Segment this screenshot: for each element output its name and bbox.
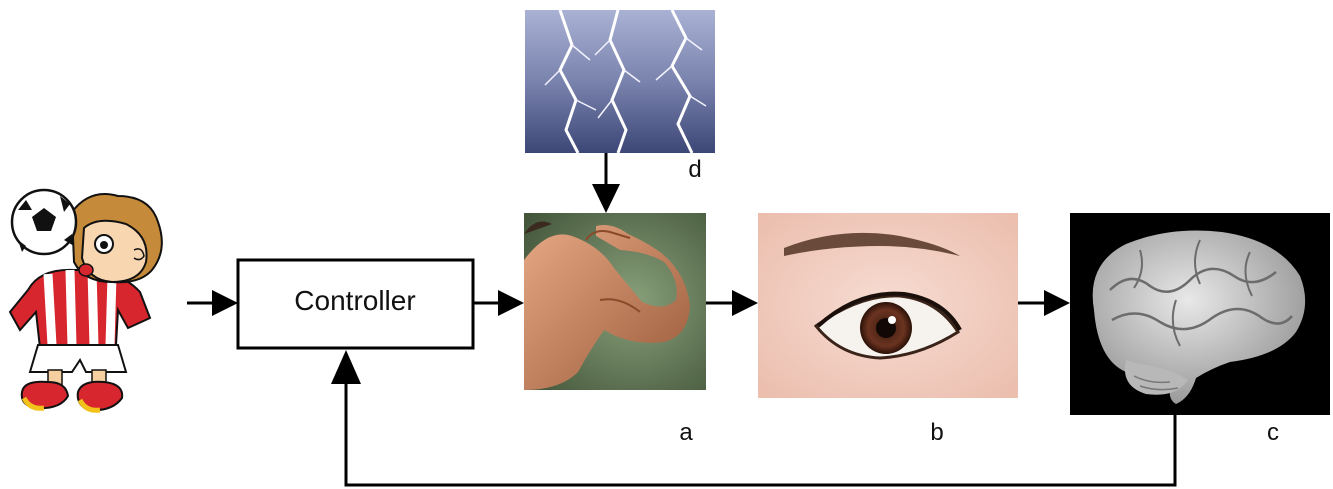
eye-to-brain-arrowhead: [1044, 290, 1070, 316]
muscle-image: [524, 213, 706, 390]
controller-label: Controller: [294, 285, 415, 316]
feedback-arrowhead: [331, 350, 361, 384]
label-d: d: [688, 156, 701, 183]
feedback-line: [346, 384, 1175, 485]
label-a: a: [679, 419, 693, 446]
muscle-to-eye-arrowhead: [732, 290, 758, 316]
input-arrowhead: [212, 290, 238, 316]
soccer-boy-image: [10, 190, 162, 410]
label-c: c: [1267, 419, 1279, 446]
label-b: b: [930, 419, 943, 446]
lightning-image: [525, 10, 715, 153]
eye-image: [758, 213, 1018, 398]
controller-to-muscle-arrowhead: [498, 290, 524, 316]
brain-image: [1070, 213, 1330, 415]
disturbance-arrowhead: [592, 184, 620, 213]
